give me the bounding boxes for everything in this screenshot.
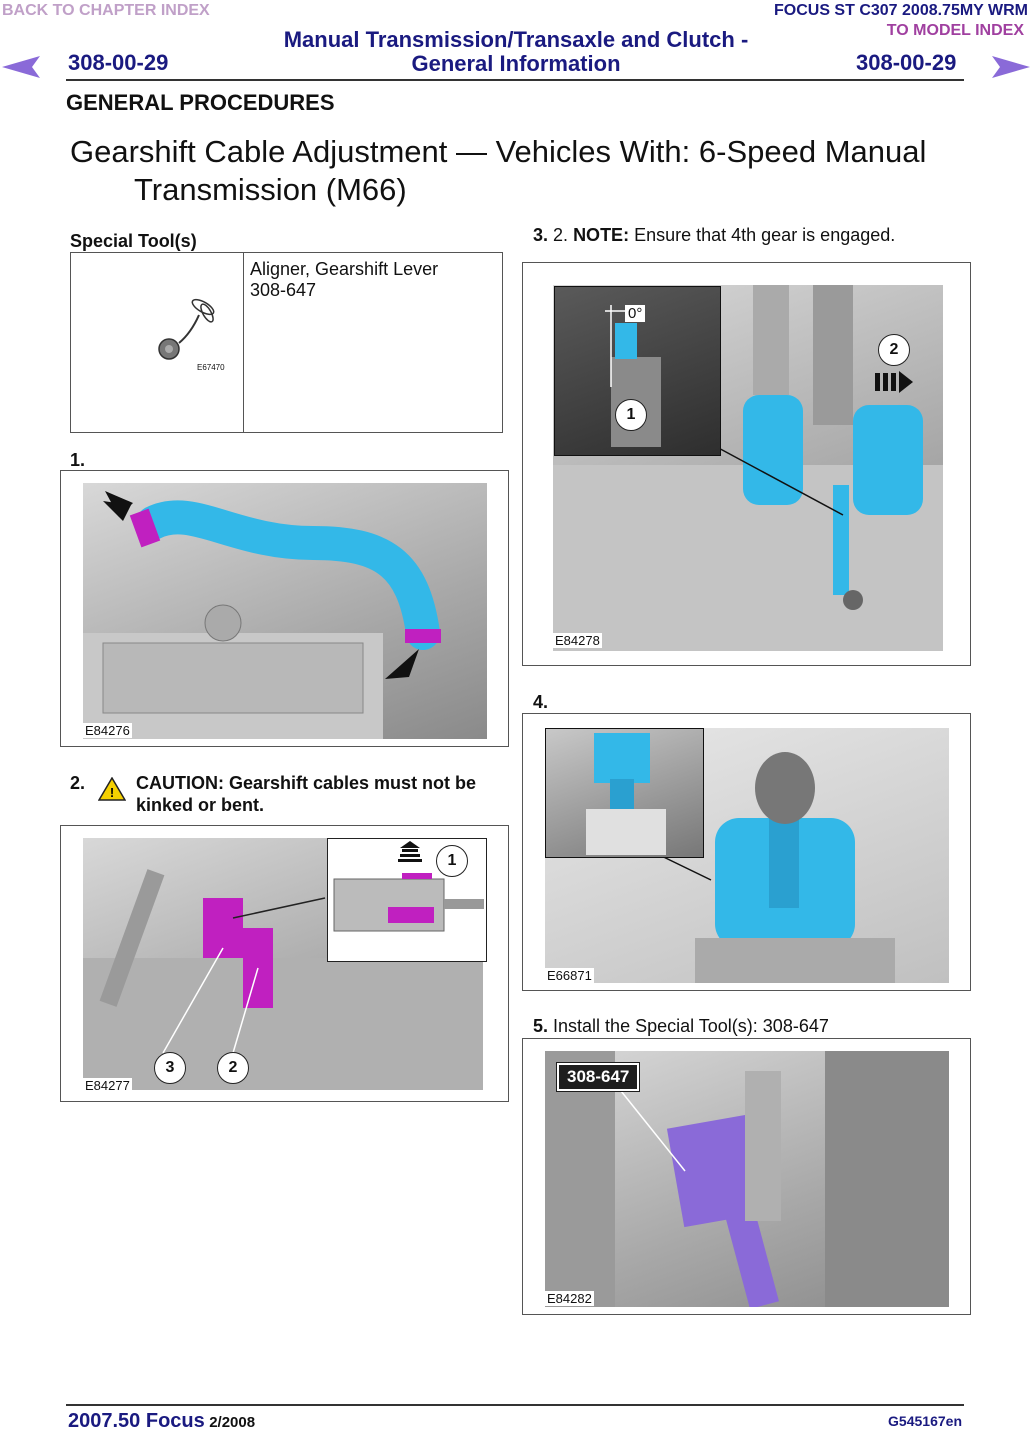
- step-5-figure: 308-647 E84282: [522, 1038, 971, 1315]
- step-2-figure: 1 3 2 E84277: [60, 825, 509, 1102]
- step-2-number: 2.: [70, 773, 86, 793]
- step-4-inset-detail: [545, 728, 704, 858]
- next-page-arrow-icon[interactable]: [992, 56, 1030, 83]
- step-3-note-label: NOTE:: [573, 225, 630, 245]
- step-2-callout-2: 2: [217, 1052, 249, 1084]
- special-tools-heading: Special Tool(s): [70, 231, 197, 251]
- footer-rule: [66, 1404, 964, 1406]
- header-rule: [66, 79, 964, 81]
- tool-number: 308-647: [250, 280, 317, 300]
- page-title: Manual Transmission/Transaxle and Clutch…: [268, 28, 764, 76]
- engine-intake-photo: [83, 483, 487, 739]
- step-5-instruction: Install the Special Tool(s): 308-647: [553, 1016, 829, 1036]
- procedure-title-line-2: Transmission (M66): [134, 172, 407, 207]
- page-title-line-2: General Information: [411, 51, 621, 76]
- footer-document-id: G545167en: [888, 1413, 962, 1429]
- svg-text:!: !: [110, 785, 114, 800]
- step-4-figure: E66871: [522, 713, 971, 991]
- step-3-figure: 0° 1 2 E84278: [522, 262, 971, 666]
- footer-model: 2007.50 Focus 2/2008: [68, 1410, 255, 1433]
- step-3-inset-detail: 0° 1: [554, 286, 721, 456]
- step-3-figure-id: E84278: [553, 633, 602, 648]
- step-2-callout-3: 3: [154, 1052, 186, 1084]
- special-tools-table: E67470 Aligner, Gearshift Lever 308-647: [70, 252, 503, 433]
- step-2-callout-1: 1: [436, 845, 468, 877]
- step-3-callout-1: 1: [615, 399, 647, 431]
- step-5-figure-id: E84282: [545, 1291, 594, 1306]
- tool-figure-id: E67470: [197, 363, 225, 372]
- procedure-title-line-1: Gearshift Cable Adjustment — Vehicles Wi…: [70, 134, 927, 169]
- step-4-figure-id: E66871: [545, 968, 594, 983]
- page-title-line-1: Manual Transmission/Transaxle and Clutch…: [283, 27, 749, 52]
- back-to-chapter-index-link[interactable]: BACK TO CHAPTER INDEX: [2, 2, 210, 19]
- step-3-number: 3.: [533, 225, 549, 245]
- step-5-tool-label: 308-647: [555, 1062, 641, 1092]
- section-heading: GENERAL PROCEDURES: [66, 90, 335, 115]
- step-2-inset-detail: 1: [327, 838, 487, 962]
- page-number-left: 308-00-29: [68, 50, 169, 75]
- footer-model-name: 2007.50 Focus: [68, 1410, 205, 1432]
- aligner-tool-illustration: [151, 293, 221, 368]
- step-3-angle-label: 0°: [625, 305, 646, 322]
- shift-cable-photo: [83, 838, 483, 1090]
- step-1-figure-id: E84276: [83, 723, 132, 738]
- step-3-callout-2: 2: [878, 334, 910, 366]
- to-model-index-link[interactable]: TO MODEL INDEX: [886, 22, 1024, 39]
- step-2-caution: CAUTION: Gearshift cables must not be ki…: [136, 773, 477, 815]
- step-5-text: 5. Install the Special Tool(s): 308-647: [533, 1016, 829, 1037]
- table-divider: [243, 253, 244, 432]
- footer-date: 2/2008: [209, 1414, 256, 1431]
- aligner-installed-photo: [545, 1051, 949, 1307]
- step-1-figure: E84276: [60, 470, 509, 747]
- step-3-text: 3. 2. NOTE: Ensure that 4th gear is enga…: [533, 225, 895, 246]
- step-3-note-text: Ensure that 4th gear is engaged.: [634, 225, 896, 245]
- caution-warning-icon: !: [97, 776, 127, 806]
- step-4-number: 4.: [533, 692, 549, 712]
- step-3-sub-number: 2.: [553, 225, 569, 245]
- step-5-number: 5.: [533, 1016, 549, 1036]
- tool-name: Aligner, Gearshift Lever: [250, 259, 439, 279]
- gear-selector-photo: [553, 285, 943, 651]
- model-info-link[interactable]: FOCUS ST C307 2008.75MY WRM: [773, 2, 1028, 19]
- page-number-right: 308-00-29: [856, 50, 957, 75]
- step-1-number: 1.: [70, 450, 86, 470]
- tool-description: Aligner, Gearshift Lever 308-647: [250, 259, 438, 301]
- previous-page-arrow-icon[interactable]: [2, 56, 40, 83]
- step-2-figure-id: E84277: [83, 1078, 132, 1093]
